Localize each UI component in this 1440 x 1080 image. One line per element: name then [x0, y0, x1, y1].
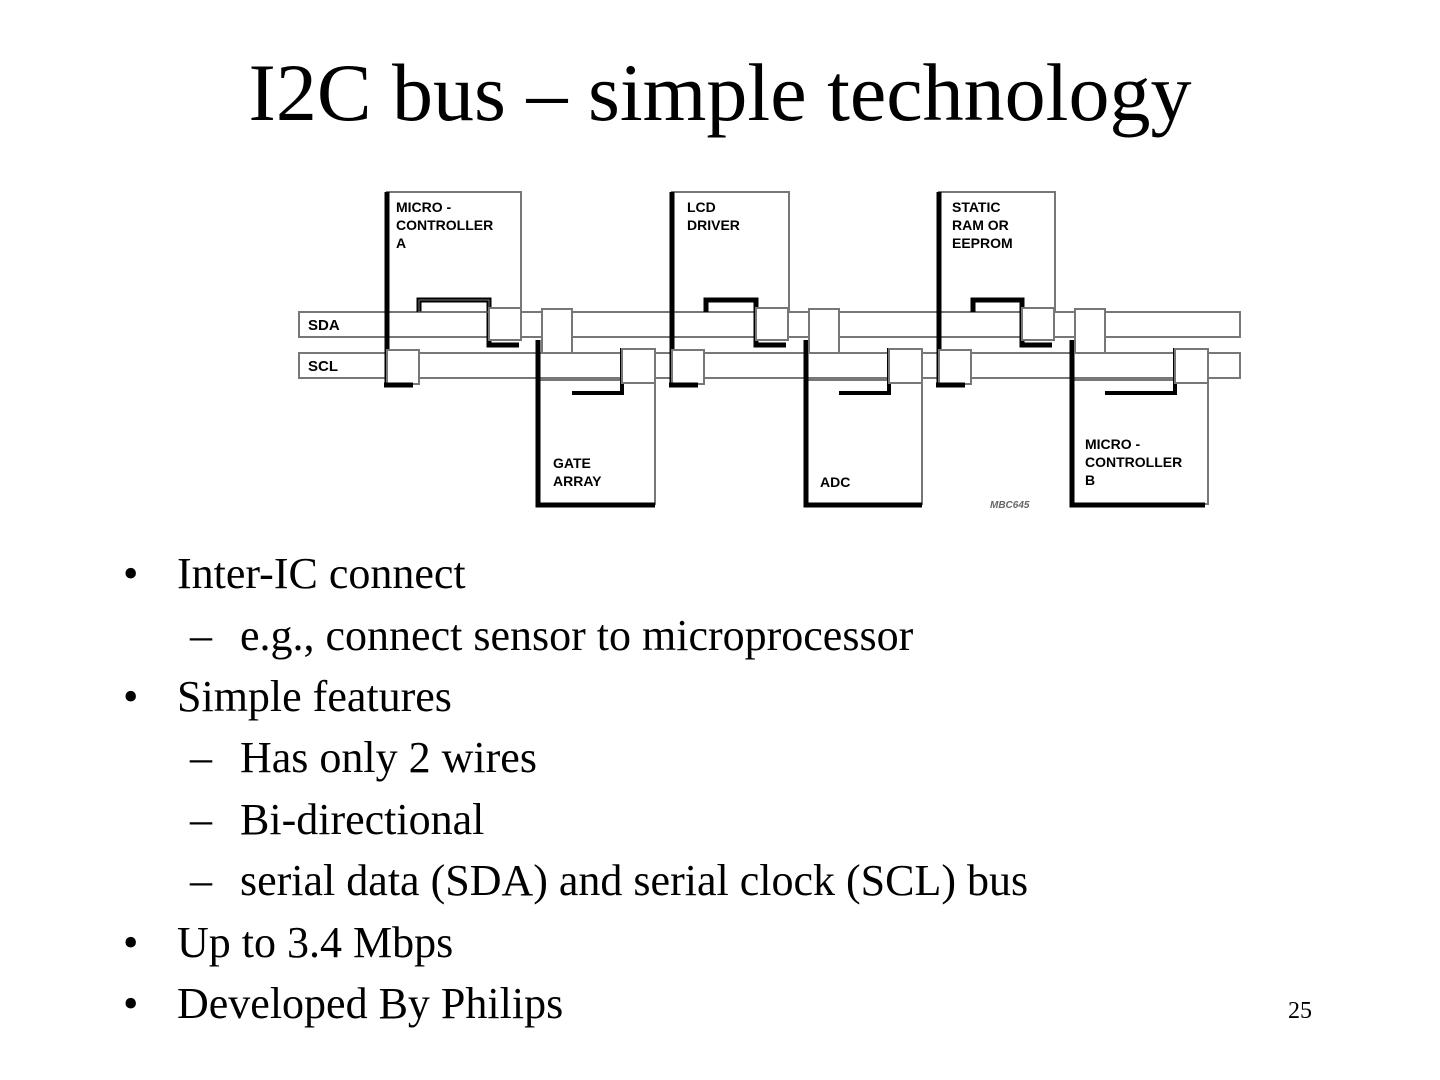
sub-bullet-text: Has only 2 wires [240, 733, 537, 782]
sub-bullet-text: serial data (SDA) and serial clock (SCL)… [240, 856, 1029, 905]
device-gate-array: GATE ARRAY [535, 308, 656, 508]
lcd-label: LCD DRIVER [687, 199, 740, 233]
sub-bullet-item: – Has only 2 wires [190, 733, 537, 782]
device-adc: ADC [803, 308, 923, 508]
sda-label: SDA [308, 317, 340, 334]
sub-bullet-item: – e.g., connect sensor to microprocessor [190, 611, 914, 660]
sub-bullet-item: – Bi-directional [190, 795, 485, 844]
figure-code: MBC645 [990, 500, 1030, 511]
bullet-text: Simple features [177, 672, 452, 721]
sub-bullet-text: Bi-directional [240, 795, 485, 844]
bullet-text: Inter-IC connect [177, 549, 466, 598]
sub-bullet-item: – serial data (SDA) and serial clock (SC… [190, 856, 1029, 905]
scl-bus-line [298, 352, 1241, 379]
device-micro-controller-b: MICRO - CONTROLLER B [1069, 308, 1209, 508]
bullet-item: • Simple features [123, 672, 452, 721]
bullet-item: • Up to 3.4 Mbps [123, 918, 454, 967]
bullet-text: Developed By Philips [177, 979, 564, 1028]
device-lcd-driver: LCD DRIVER [669, 191, 790, 388]
bullet-item: • Inter-IC connect [123, 549, 466, 598]
scl-label: SCL [308, 358, 338, 375]
sub-bullet-text: e.g., connect sensor to microprocessor [240, 611, 914, 660]
adc-label: ADC [820, 474, 850, 490]
device-static-ram-eeprom: STATIC RAM OR EEPROM [936, 191, 1056, 388]
gate-array-label: GATE ARRAY [553, 455, 602, 489]
micro-a-label: MICRO - CONTROLLER A [396, 199, 497, 251]
i2c-bus-diagram: SDA SCL MICRO - CONTROLLER A LCD DRIVER … [298, 191, 1241, 511]
bullet-text: Up to 3.4 Mbps [177, 918, 454, 967]
slide-title: I2C bus – simple technology [248, 47, 1192, 138]
micro-b-label: MICRO - CONTROLLER B [1085, 436, 1186, 488]
page-number: 25 [1288, 998, 1312, 1024]
bullet-item: • Developed By Philips [123, 979, 564, 1028]
sram-label: STATIC RAM OR EEPROM [952, 199, 1013, 251]
device-micro-controller-a: MICRO - CONTROLLER A [384, 191, 522, 388]
